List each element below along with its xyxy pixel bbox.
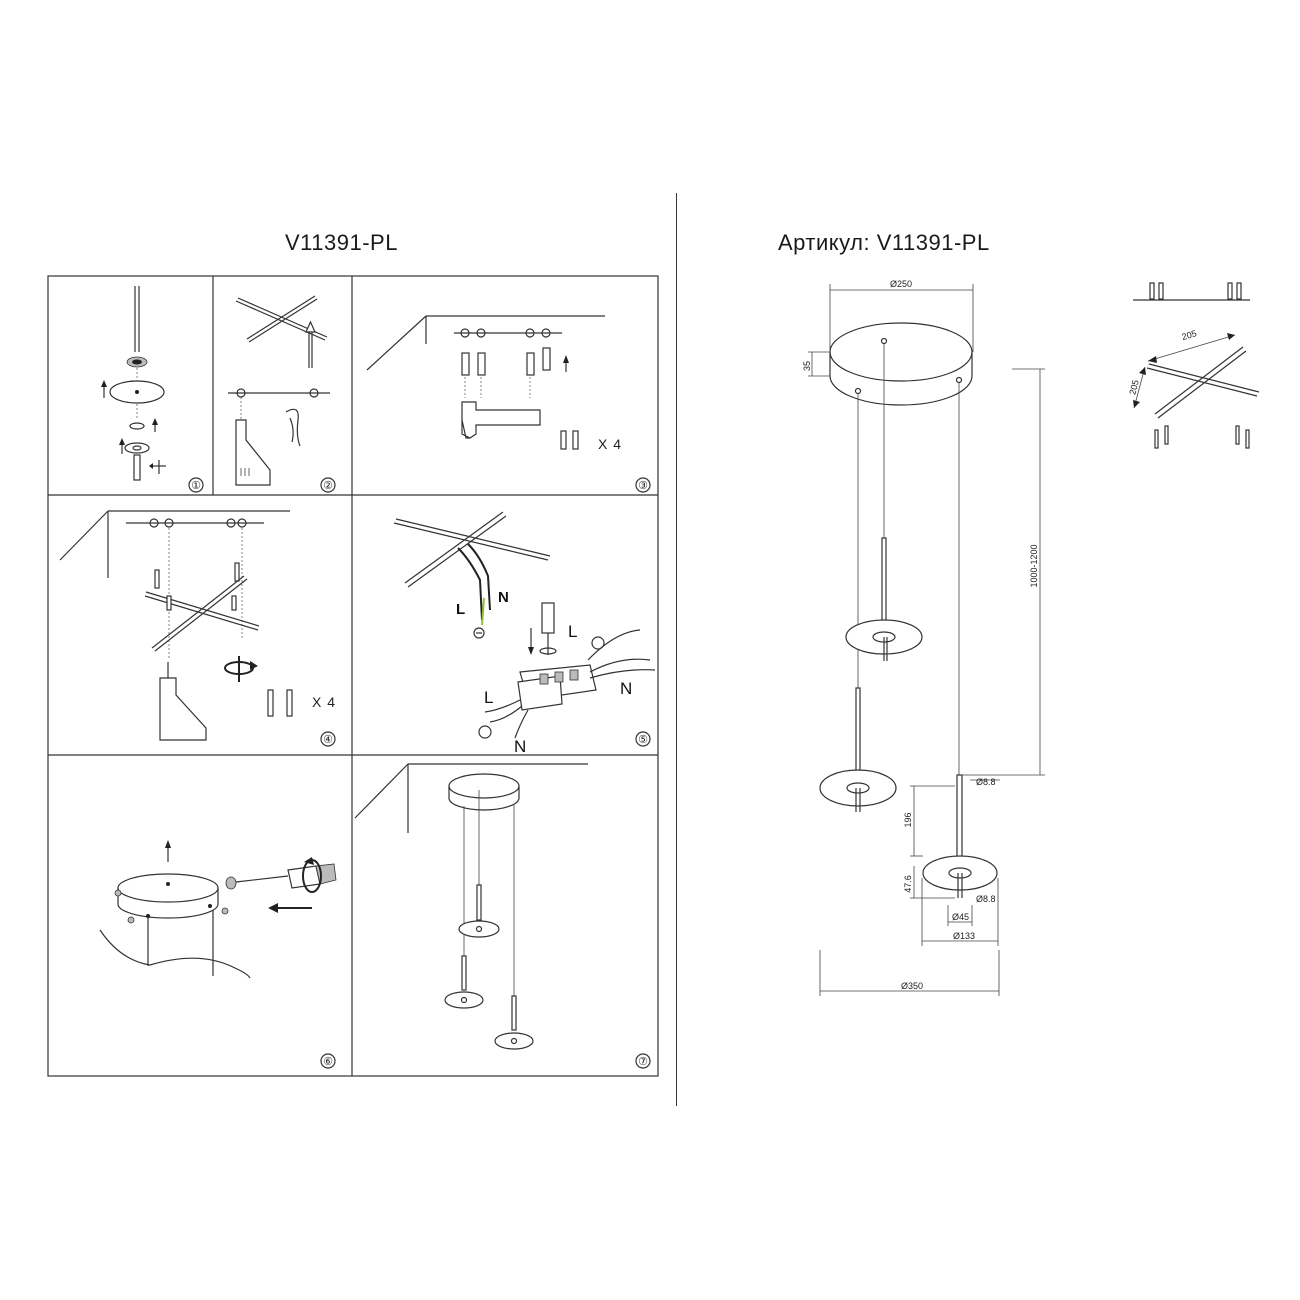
step-3-quantity-label: X 4 <box>598 436 622 452</box>
overall-diameter-label: Ø350 <box>901 981 923 991</box>
step-1-number-label: ① <box>191 480 201 492</box>
step-6-panel: ⑥ <box>99 840 337 1069</box>
step-4-quantity-label: X 4 <box>312 694 336 710</box>
wire-label-n-bottom: N <box>514 737 526 756</box>
canopy-height-label: 35 <box>802 361 812 371</box>
bracket-length-a-label: 205 <box>1181 328 1198 342</box>
step-2-panel: ② <box>228 295 336 493</box>
wire-label-n-top: N <box>498 589 509 606</box>
wire-label-l-mid: L <box>568 622 577 641</box>
step-6-number-label: ⑥ <box>323 1056 333 1068</box>
step-4-panel: X 4 ④ <box>59 510 336 747</box>
hub-diameter-label: Ø45 <box>952 912 969 922</box>
step-1-panel: ① <box>101 286 204 493</box>
step-5-number-label: ⑤ <box>638 734 648 746</box>
rod-diameter-bottom-label: Ø8.8 <box>976 894 996 904</box>
canopy-diameter-label: Ø250 <box>890 279 912 289</box>
step-5-panel: L N L L N N ⑤ <box>393 511 656 756</box>
step-2-number-label: ② <box>323 480 333 492</box>
step-3-number-label: ③ <box>638 480 648 492</box>
cable-length-label: 1000-1200 <box>1029 544 1039 587</box>
wire-label-l-top: L <box>456 601 465 618</box>
article-title: Артикул: V11391-PL <box>778 230 990 255</box>
step-4-number-label: ④ <box>323 734 333 746</box>
step-7-number-label: ⑦ <box>638 1056 648 1068</box>
rod-diameter-top-label: Ø8.8 <box>976 777 996 787</box>
disc-diameter-label: Ø133 <box>953 931 975 941</box>
page-divider <box>676 193 677 1106</box>
disc-height-label: 47.6 <box>903 875 913 893</box>
bracket-detail: 205 205 <box>1127 282 1260 449</box>
rod-length-label: 196 <box>903 812 913 827</box>
step-7-panel: ⑦ <box>354 763 651 1069</box>
steps-grid <box>47 275 659 1077</box>
step-3-panel: X 4 ③ <box>366 315 651 493</box>
bracket-length-b-label: 205 <box>1127 379 1140 396</box>
instructions-title: V11391-PL <box>285 230 398 255</box>
dimension-drawing: Ø250 35 1000-1200 <box>802 279 1045 996</box>
wire-label-n-right: N <box>620 679 632 698</box>
wire-label-l-bottom: L <box>484 688 493 707</box>
